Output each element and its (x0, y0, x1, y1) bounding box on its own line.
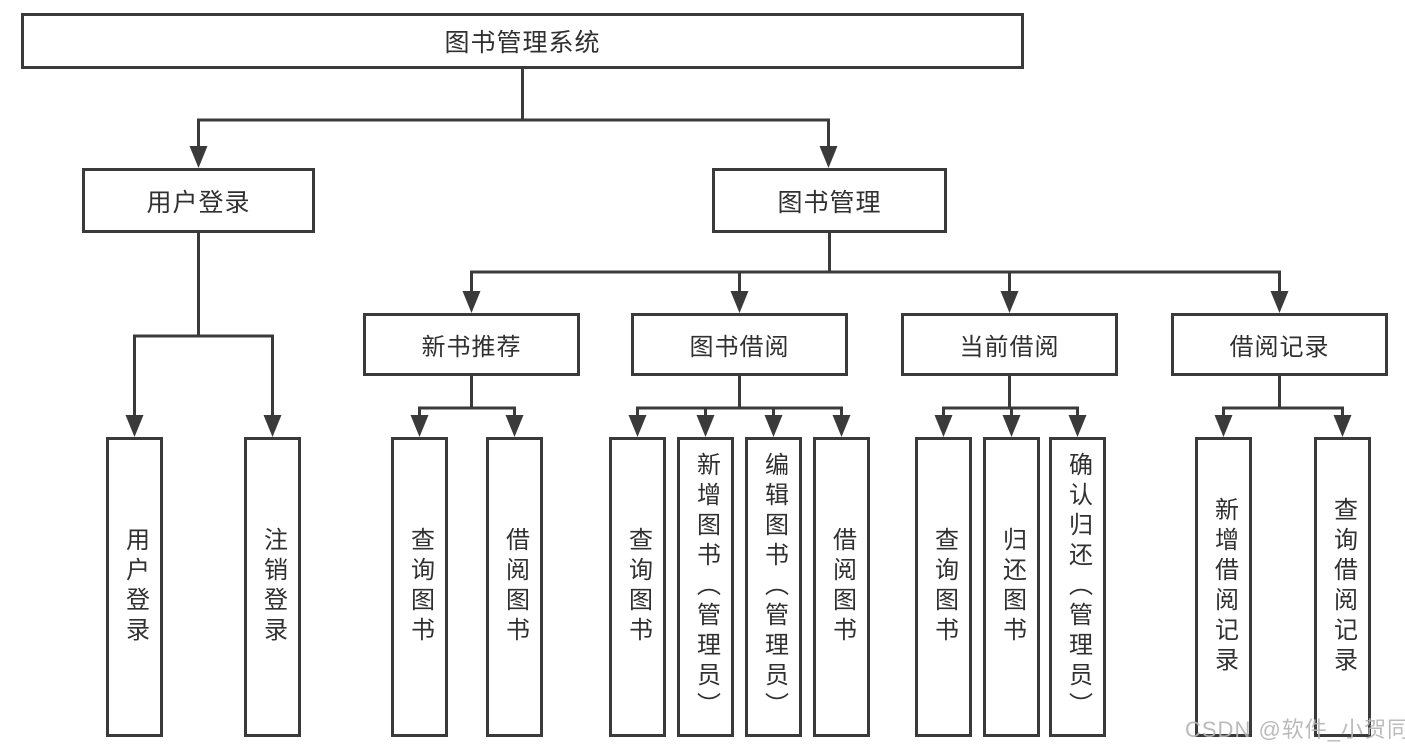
leaf-current-query-books: 查询图书 (915, 437, 972, 737)
connector-user-login-to-leaves (125, 233, 282, 437)
arrowhead (628, 415, 647, 437)
arrowhead (764, 415, 783, 437)
leaf-current-confirm-return-admin: 确认归还（管理员） (1049, 437, 1106, 737)
node-book-management: 图书管理 (712, 168, 947, 233)
arrowhead (819, 146, 838, 168)
arrowhead (1270, 291, 1289, 313)
leaf-newrec-query-books: 查询图书 (391, 437, 448, 737)
leaf-borrow-borrow-books: 借阅图书 (813, 437, 870, 737)
leaf-borrow-query-books: 查询图书 (609, 437, 666, 737)
node-root: 图书管理系统 (21, 13, 1024, 69)
arrowhead (934, 415, 953, 437)
arrowhead (730, 291, 749, 313)
leaf-records-query-record: 查询借阅记录 (1314, 437, 1371, 737)
arrowhead (1000, 291, 1019, 313)
arrowhead (125, 415, 144, 437)
connector-book-borrow-to-leaves (628, 376, 851, 437)
arrowhead (189, 146, 208, 168)
connector-root-to-branches (189, 69, 838, 168)
connector-book-management-to-subs (462, 233, 1289, 313)
arrowhead (263, 415, 282, 437)
leaf-records-add-record: 新增借阅记录 (1195, 437, 1252, 737)
arrowhead (1002, 415, 1021, 437)
node-current-borrow: 当前借阅 (901, 313, 1118, 376)
leaf-borrow-edit-books-admin: 编辑图书（管理员） (745, 437, 802, 737)
watermark: CSDN @软件_小贺同学 (1185, 717, 1405, 742)
connector-current-borrow-to-leaves (934, 376, 1087, 437)
arrowhead (505, 415, 524, 437)
leaf-borrow-add-books-admin: 新增图书（管理员） (677, 437, 734, 737)
node-book-borrow: 图书借阅 (631, 313, 848, 376)
connector-borrow-records-to-leaves (1214, 376, 1352, 437)
arrowhead (462, 291, 481, 313)
leaf-user-login: 用户登录 (106, 437, 163, 737)
arrowhead (832, 415, 851, 437)
node-user-login: 用户登录 (82, 168, 315, 233)
leaf-newrec-borrow-books: 借阅图书 (486, 437, 543, 737)
connector-new-book-recommend-to-leaves (410, 376, 524, 437)
arrowhead (410, 415, 429, 437)
arrowhead (1068, 415, 1087, 437)
arrowhead (1333, 415, 1352, 437)
leaf-logout-login: 注销登录 (244, 437, 301, 737)
arrowhead (1214, 415, 1233, 437)
leaf-current-return-books: 归还图书 (983, 437, 1040, 737)
node-borrow-records: 借阅记录 (1171, 313, 1388, 376)
node-new-book-recommend: 新书推荐 (363, 313, 580, 376)
arrowhead (696, 415, 715, 437)
